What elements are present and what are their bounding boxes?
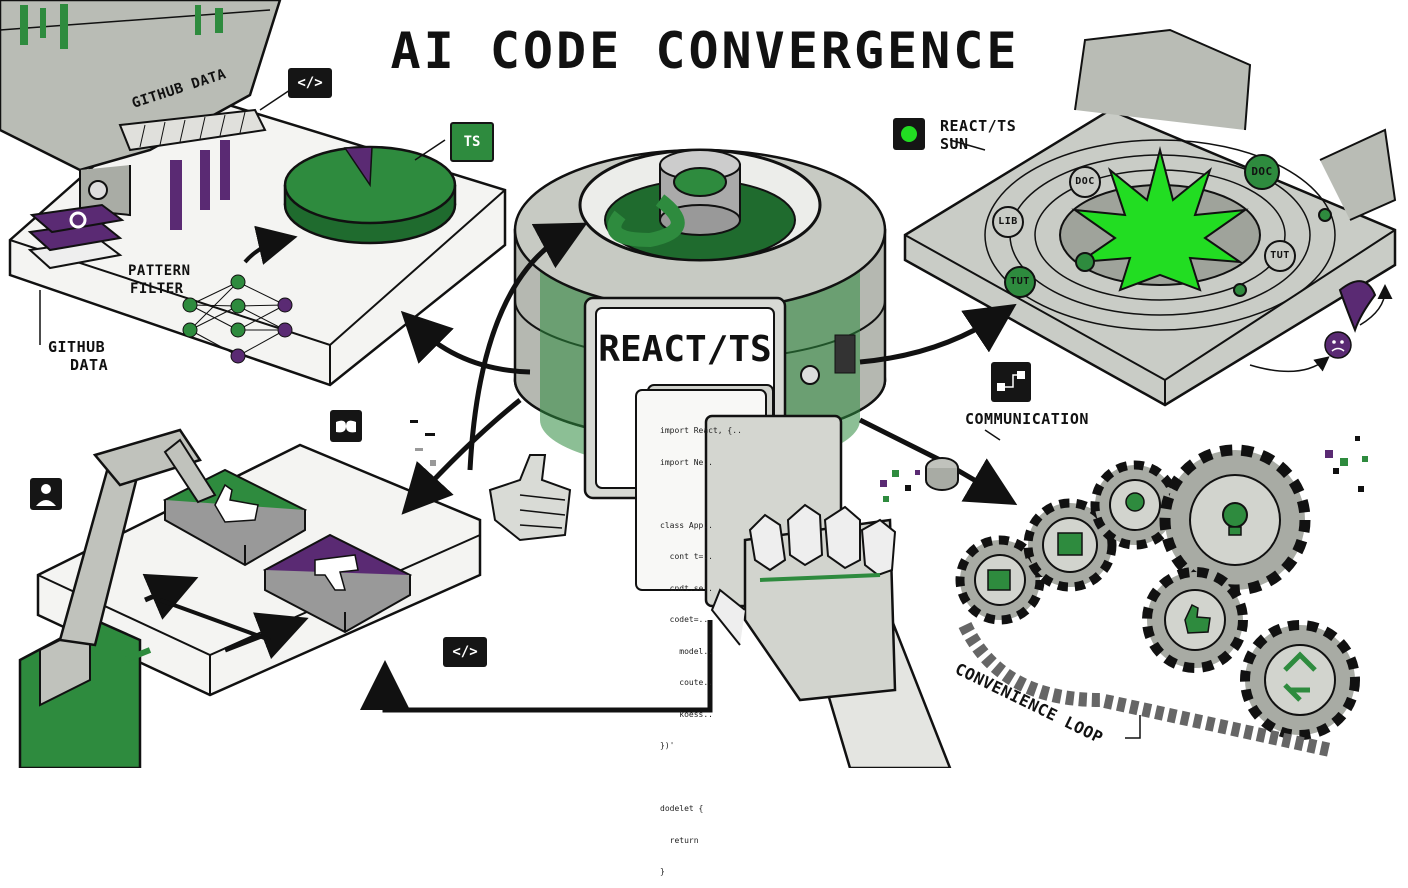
orbit-doc-label: DOC bbox=[1075, 176, 1095, 187]
mask-icon bbox=[330, 410, 362, 442]
sun-icon bbox=[1071, 146, 1249, 292]
communication-label: COMMUNICATION bbox=[965, 410, 1089, 428]
react-ts-sun-label-line1: REACT/TS bbox=[940, 117, 1017, 135]
book-stack-icon bbox=[27, 203, 125, 270]
sad-face-icon bbox=[1249, 280, 1393, 373]
code-line: class App.. bbox=[660, 520, 713, 530]
diagram-canvas: AI CODE CONVERGENCE GITHUB DATA GITHUB D… bbox=[0, 0, 1397, 876]
gear-thumbs-up-icon bbox=[1184, 603, 1211, 634]
orbit-bodies bbox=[992, 154, 1332, 298]
code-line: import React, {.. bbox=[660, 426, 742, 435]
data-pixels bbox=[410, 420, 1368, 502]
illustration bbox=[0, 0, 1397, 768]
code-line bbox=[660, 773, 742, 784]
code-line: })' bbox=[660, 741, 675, 750]
code-line: return bbox=[660, 835, 699, 845]
code-line: coute.. bbox=[660, 678, 713, 687]
code-icon-bottom: </> bbox=[443, 637, 487, 667]
robot-hand-icon bbox=[710, 503, 952, 768]
react-ts-sun-label: REACT/TS SUN bbox=[940, 117, 1016, 153]
code-line: koess.. bbox=[660, 709, 713, 719]
central-card-title: REACT/TS bbox=[598, 329, 772, 370]
pattern-filter-label: PATTERN FILTER bbox=[128, 262, 191, 298]
code-snippet: import React, {.. import Ne.. class App.… bbox=[660, 405, 742, 888]
diagram-title: AI CODE CONVERGENCE bbox=[390, 22, 1020, 80]
gear-code-icon bbox=[987, 532, 1083, 591]
orbit-lib-label: LIB bbox=[998, 216, 1018, 227]
github-data-hopper bbox=[0, 0, 282, 230]
code-line bbox=[660, 489, 742, 500]
react-ts-sun-icon-chip bbox=[893, 118, 925, 150]
orbit-doc-label: DOC bbox=[1251, 165, 1273, 178]
orbit-tut-label: TUT bbox=[1010, 276, 1030, 287]
lightbulb-icon bbox=[1125, 492, 1248, 536]
orbit-tut-label: TUT bbox=[1270, 250, 1290, 261]
code-line: cndt.se.. bbox=[660, 583, 713, 593]
code-line: import Ne.. bbox=[660, 457, 713, 467]
code-line: dodelet { bbox=[660, 804, 704, 813]
pie-chart-icon bbox=[283, 145, 457, 245]
ts-icon: TS bbox=[450, 122, 494, 162]
code-icon-top: </> bbox=[288, 68, 332, 98]
github-data-label: GITHUB DATA bbox=[48, 338, 108, 374]
code-line: codet=.. bbox=[660, 615, 709, 624]
code-line: cont t=.. bbox=[660, 552, 713, 561]
github-data-label-line1: GITHUB bbox=[48, 338, 106, 356]
flow-arrows bbox=[142, 222, 1018, 713]
flow-icon bbox=[991, 362, 1031, 402]
robot-arm-icon bbox=[18, 428, 217, 768]
pattern-filter-label-line2: FILTER bbox=[130, 281, 184, 297]
github-data-label-line2: DATA bbox=[70, 356, 109, 374]
code-line: } bbox=[660, 867, 665, 876]
recycle-icon bbox=[1283, 651, 1317, 702]
neural-network-icon bbox=[182, 274, 293, 364]
user-icon bbox=[30, 478, 62, 510]
communication-node bbox=[925, 457, 959, 491]
pattern-filter-label-line1: PATTERN bbox=[128, 263, 191, 279]
robot-thumbs-up-hand bbox=[488, 454, 572, 542]
thumbs-down-button bbox=[262, 533, 413, 634]
react-ts-sun-label-line2: SUN bbox=[940, 135, 969, 153]
code-line: model.. bbox=[660, 646, 713, 656]
